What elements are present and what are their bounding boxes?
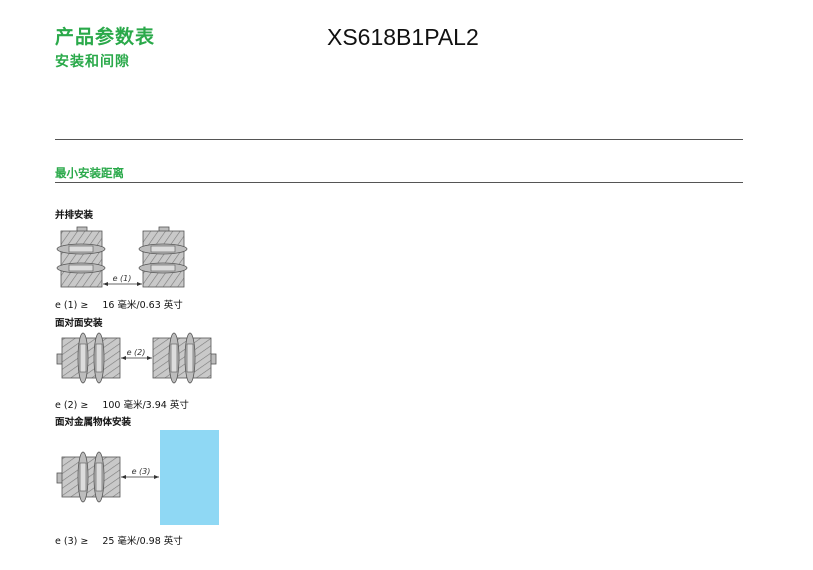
formula-value: 100 毫米/3.94 英寸 [102, 400, 189, 411]
case-label-side-by-side: 并排安装 [55, 210, 94, 221]
dimension-label: e (3) [132, 467, 151, 476]
page-subtitle: 安装和间隙 [55, 54, 130, 70]
section-divider [55, 182, 743, 183]
dimension-label: e (2) [127, 348, 146, 357]
sensor-icon [138, 226, 188, 288]
formula-value: 16 毫米/0.63 英寸 [102, 300, 183, 311]
sensor-icon [56, 451, 121, 503]
dimension-label: e (1) [113, 274, 132, 283]
formula-value: 25 毫米/0.98 英寸 [102, 536, 183, 547]
formula-left: e (2) ≥ [55, 400, 89, 411]
formula-left: e (1) ≥ [55, 300, 89, 311]
sensor-icon [56, 332, 121, 384]
metal-object [160, 430, 219, 525]
divider [55, 139, 743, 140]
case-label-face-to-face: 面对面安装 [55, 318, 103, 329]
sensor-icon [56, 226, 106, 288]
formula-facing-metal: e (3) ≥ 25 毫米/0.98 英寸 [55, 533, 183, 547]
formula-face-to-face: e (2) ≥ 100 毫米/3.94 英寸 [55, 397, 189, 411]
product-model: XS618B1PAL2 [327, 24, 479, 50]
case-label-facing-metal: 面对金属物体安装 [55, 417, 132, 428]
sensor-icon [152, 332, 217, 384]
side-by-side-diagram: e (1) [56, 226, 188, 288]
section-title: 最小安装距离 [55, 166, 124, 180]
formula-left: e (3) ≥ [55, 536, 89, 547]
formula-side-by-side: e (1) ≥ 16 毫米/0.63 英寸 [55, 297, 183, 311]
page-title: 产品参数表 [55, 26, 156, 48]
face-to-face-diagram: e (2) [56, 332, 217, 384]
facing-metal-diagram: e (3) [56, 451, 159, 503]
